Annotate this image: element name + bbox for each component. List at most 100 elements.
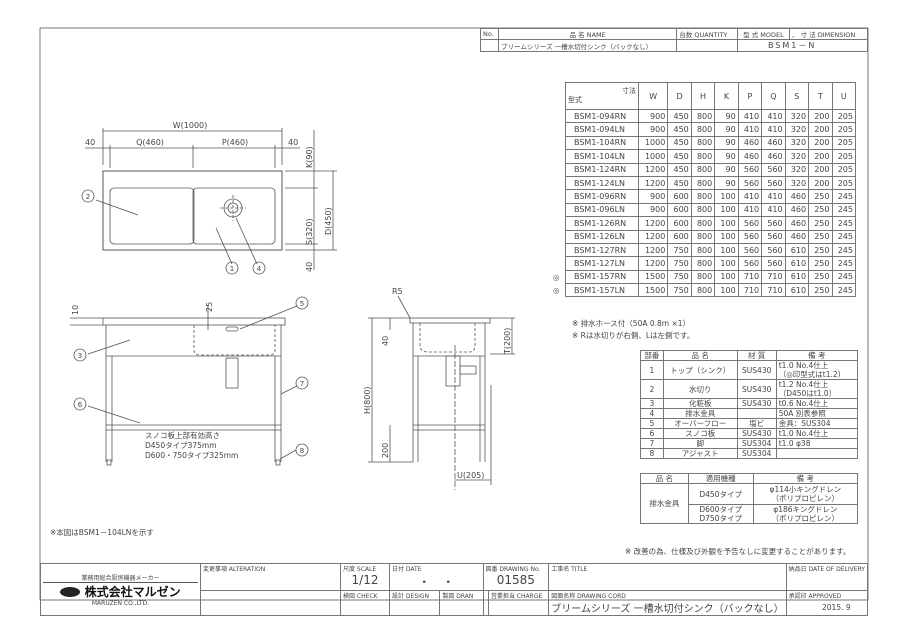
drawing-code-label: 図面名称 DRAWING CORD bbox=[551, 593, 626, 600]
col-w: W bbox=[637, 82, 669, 110]
value-cell: 245 bbox=[831, 256, 856, 271]
value-cell: 450 bbox=[667, 149, 692, 164]
scale-label: 尺度 SCALE bbox=[343, 566, 377, 573]
drain-note-1: φ114小キングドレン bbox=[769, 485, 842, 494]
value-cell: 460 bbox=[761, 149, 786, 164]
model-cell: BSM1-157RN bbox=[565, 269, 639, 285]
value-cell: 560 bbox=[761, 256, 786, 271]
balloon-6: 6 bbox=[78, 401, 83, 409]
value-cell: 410 bbox=[737, 189, 763, 204]
value-cell: 410 bbox=[737, 202, 763, 218]
part-note: 50A 別表参照 bbox=[778, 409, 826, 418]
value-cell: 90 bbox=[714, 135, 739, 151]
value-cell: 610 bbox=[784, 256, 810, 271]
no-label: No. bbox=[479, 28, 500, 40]
dim-k: K(90) bbox=[305, 146, 314, 168]
value-cell: 1000 bbox=[637, 135, 669, 151]
value-cell: 100 bbox=[714, 283, 739, 298]
value-cell: 200 bbox=[808, 122, 833, 137]
value-cell: 900 bbox=[637, 202, 669, 218]
drawing-no: 01585 bbox=[496, 573, 535, 587]
scale-value: 1/12 bbox=[351, 573, 379, 587]
part-no: 2 bbox=[640, 379, 664, 399]
drain-type-2: D600タイプ bbox=[699, 505, 742, 514]
model-cell: BSM1-126RN bbox=[565, 216, 639, 231]
disclaimer: ※ 改善の為、仕様及び外観を予告なしに変更することがあります。 bbox=[625, 547, 851, 556]
col-u: U bbox=[831, 82, 856, 110]
value-cell: 560 bbox=[737, 216, 763, 231]
value-cell: 800 bbox=[690, 149, 716, 164]
value-cell: 560 bbox=[737, 162, 763, 177]
part-material: SUS430 bbox=[736, 360, 777, 380]
value-cell: 460 bbox=[784, 229, 810, 244]
value-cell: 200 bbox=[808, 175, 833, 191]
value-cell: 450 bbox=[667, 175, 692, 191]
parts-header-name: 品 名 bbox=[662, 350, 738, 361]
dim-t: T(200) bbox=[503, 328, 512, 355]
side-view bbox=[368, 295, 515, 490]
value-cell: 560 bbox=[761, 242, 786, 258]
value-cell: 560 bbox=[737, 175, 763, 191]
dim-d: D(450) bbox=[324, 207, 333, 235]
value-cell: 460 bbox=[737, 135, 763, 151]
value-cell: 800 bbox=[690, 269, 716, 285]
value-cell: 800 bbox=[690, 256, 716, 271]
value-cell: 90 bbox=[714, 149, 739, 164]
model-cell: BSM1-096RN bbox=[565, 189, 639, 204]
value-cell: 245 bbox=[831, 189, 856, 204]
value-cell: 410 bbox=[737, 108, 763, 124]
drain-header-name: 品 名 bbox=[640, 473, 689, 484]
model-cell: BSM1-124LN bbox=[565, 175, 639, 191]
value-cell: 800 bbox=[690, 189, 716, 204]
dim-10: 10 bbox=[71, 305, 80, 315]
value-cell: 710 bbox=[761, 283, 786, 298]
value-cell: 250 bbox=[808, 256, 833, 271]
model-cell: BSM1-094LN bbox=[565, 122, 639, 137]
parts-header-note: 備 考 bbox=[775, 350, 859, 361]
balloon-4: 4 bbox=[257, 265, 262, 273]
value-cell: 200 bbox=[808, 135, 833, 151]
part-name: 脚 bbox=[662, 438, 738, 449]
charge-label: 営業担当 CHARGE bbox=[487, 590, 550, 616]
value-cell: 800 bbox=[690, 229, 716, 244]
value-cell: 205 bbox=[831, 108, 856, 124]
company-en: MARUZEN CO.,LTD. bbox=[91, 599, 150, 607]
part-note: t1.0 φ38 bbox=[778, 439, 811, 448]
value-cell: 205 bbox=[831, 122, 856, 137]
value-cell: 90 bbox=[714, 108, 739, 124]
part-note: t1.0 No.4仕上 bbox=[778, 429, 829, 438]
value-cell: 245 bbox=[831, 283, 856, 298]
value-cell: 460 bbox=[784, 202, 810, 218]
revision-date: 2015. 9 bbox=[822, 603, 851, 612]
value-cell: 560 bbox=[737, 256, 763, 271]
part-no: 7 bbox=[640, 438, 664, 449]
value-cell: 250 bbox=[808, 229, 833, 244]
dim-40-right: 40 bbox=[288, 138, 298, 147]
value-cell: 100 bbox=[714, 189, 739, 204]
value-cell: 320 bbox=[784, 122, 810, 137]
highlight-mark: ◎ bbox=[553, 286, 560, 296]
part-material: SUS430 bbox=[736, 398, 777, 409]
approved-label: 承認印 APPROVED bbox=[785, 590, 869, 616]
model-cell: BSM1-157LN bbox=[565, 283, 639, 298]
part-no: 6 bbox=[640, 428, 664, 439]
value-cell: 320 bbox=[784, 108, 810, 124]
value-cell: 800 bbox=[690, 122, 716, 137]
value-cell: 90 bbox=[714, 175, 739, 191]
value-cell: 800 bbox=[690, 242, 716, 258]
balloon-1: 1 bbox=[230, 265, 234, 273]
value-cell: 1200 bbox=[637, 229, 669, 244]
model-cell: BSM1-127LN bbox=[565, 256, 639, 271]
highlight-mark: ◎ bbox=[553, 272, 560, 282]
value-cell: 900 bbox=[637, 122, 669, 137]
